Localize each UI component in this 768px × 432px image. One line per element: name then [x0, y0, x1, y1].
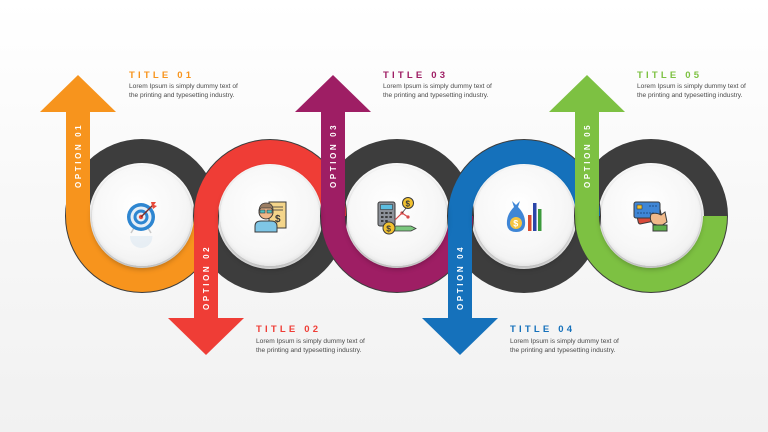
step-1-description: Lorem Ipsum is simply dummy text of the …: [129, 83, 238, 99]
option-label-2: OPTION 02: [202, 244, 211, 310]
step-3-title: TITLE 03: [383, 70, 449, 81]
calculator-finance-icon: $ $: [377, 197, 417, 235]
step-1-disc: [92, 166, 192, 266]
arrow-head-4: [422, 318, 498, 355]
svg-text:$: $: [406, 200, 411, 209]
step-3-description: Lorem Ipsum is simply dummy text of the …: [383, 83, 492, 99]
money-bag-chart-icon: $: [506, 201, 542, 232]
arrow-head-3: [295, 75, 371, 112]
step-1-title: TITLE 01: [129, 70, 195, 81]
step-5-title: TITLE 05: [637, 70, 703, 81]
step-2-disc: $: [220, 166, 320, 266]
step-3-disc: $ $: [347, 166, 447, 266]
option-label-3: OPTION 03: [329, 122, 338, 188]
svg-text:$: $: [386, 224, 391, 234]
svg-text:$: $: [275, 214, 281, 225]
step-4-disc: $: [474, 166, 574, 266]
step-2-title: TITLE 02: [256, 324, 322, 335]
step-2-description: Lorem Ipsum is simply dummy text of the …: [256, 338, 365, 354]
arrow-head-5: [549, 75, 625, 112]
option-label-5: OPTION 05: [583, 122, 592, 188]
step-5-disc: [601, 166, 701, 266]
svg-text:$: $: [513, 219, 518, 229]
option-label-4: OPTION 04: [456, 244, 465, 310]
step-4-title: TITLE 04: [510, 324, 576, 335]
step-4-description: Lorem Ipsum is simply dummy text of the …: [510, 338, 619, 354]
arrow-head-1: [40, 75, 116, 112]
option-label-1: OPTION 01: [74, 122, 83, 188]
ribbon-5: [575, 112, 727, 292]
step-5-description: Lorem Ipsum is simply dummy text of the …: [637, 83, 746, 99]
credit-card-hand-icon: [633, 201, 668, 232]
target-reflection: [130, 236, 153, 248]
accountant-icon: $: [254, 201, 287, 233]
arrow-head-2: [168, 318, 244, 355]
target-icon: [127, 202, 157, 234]
